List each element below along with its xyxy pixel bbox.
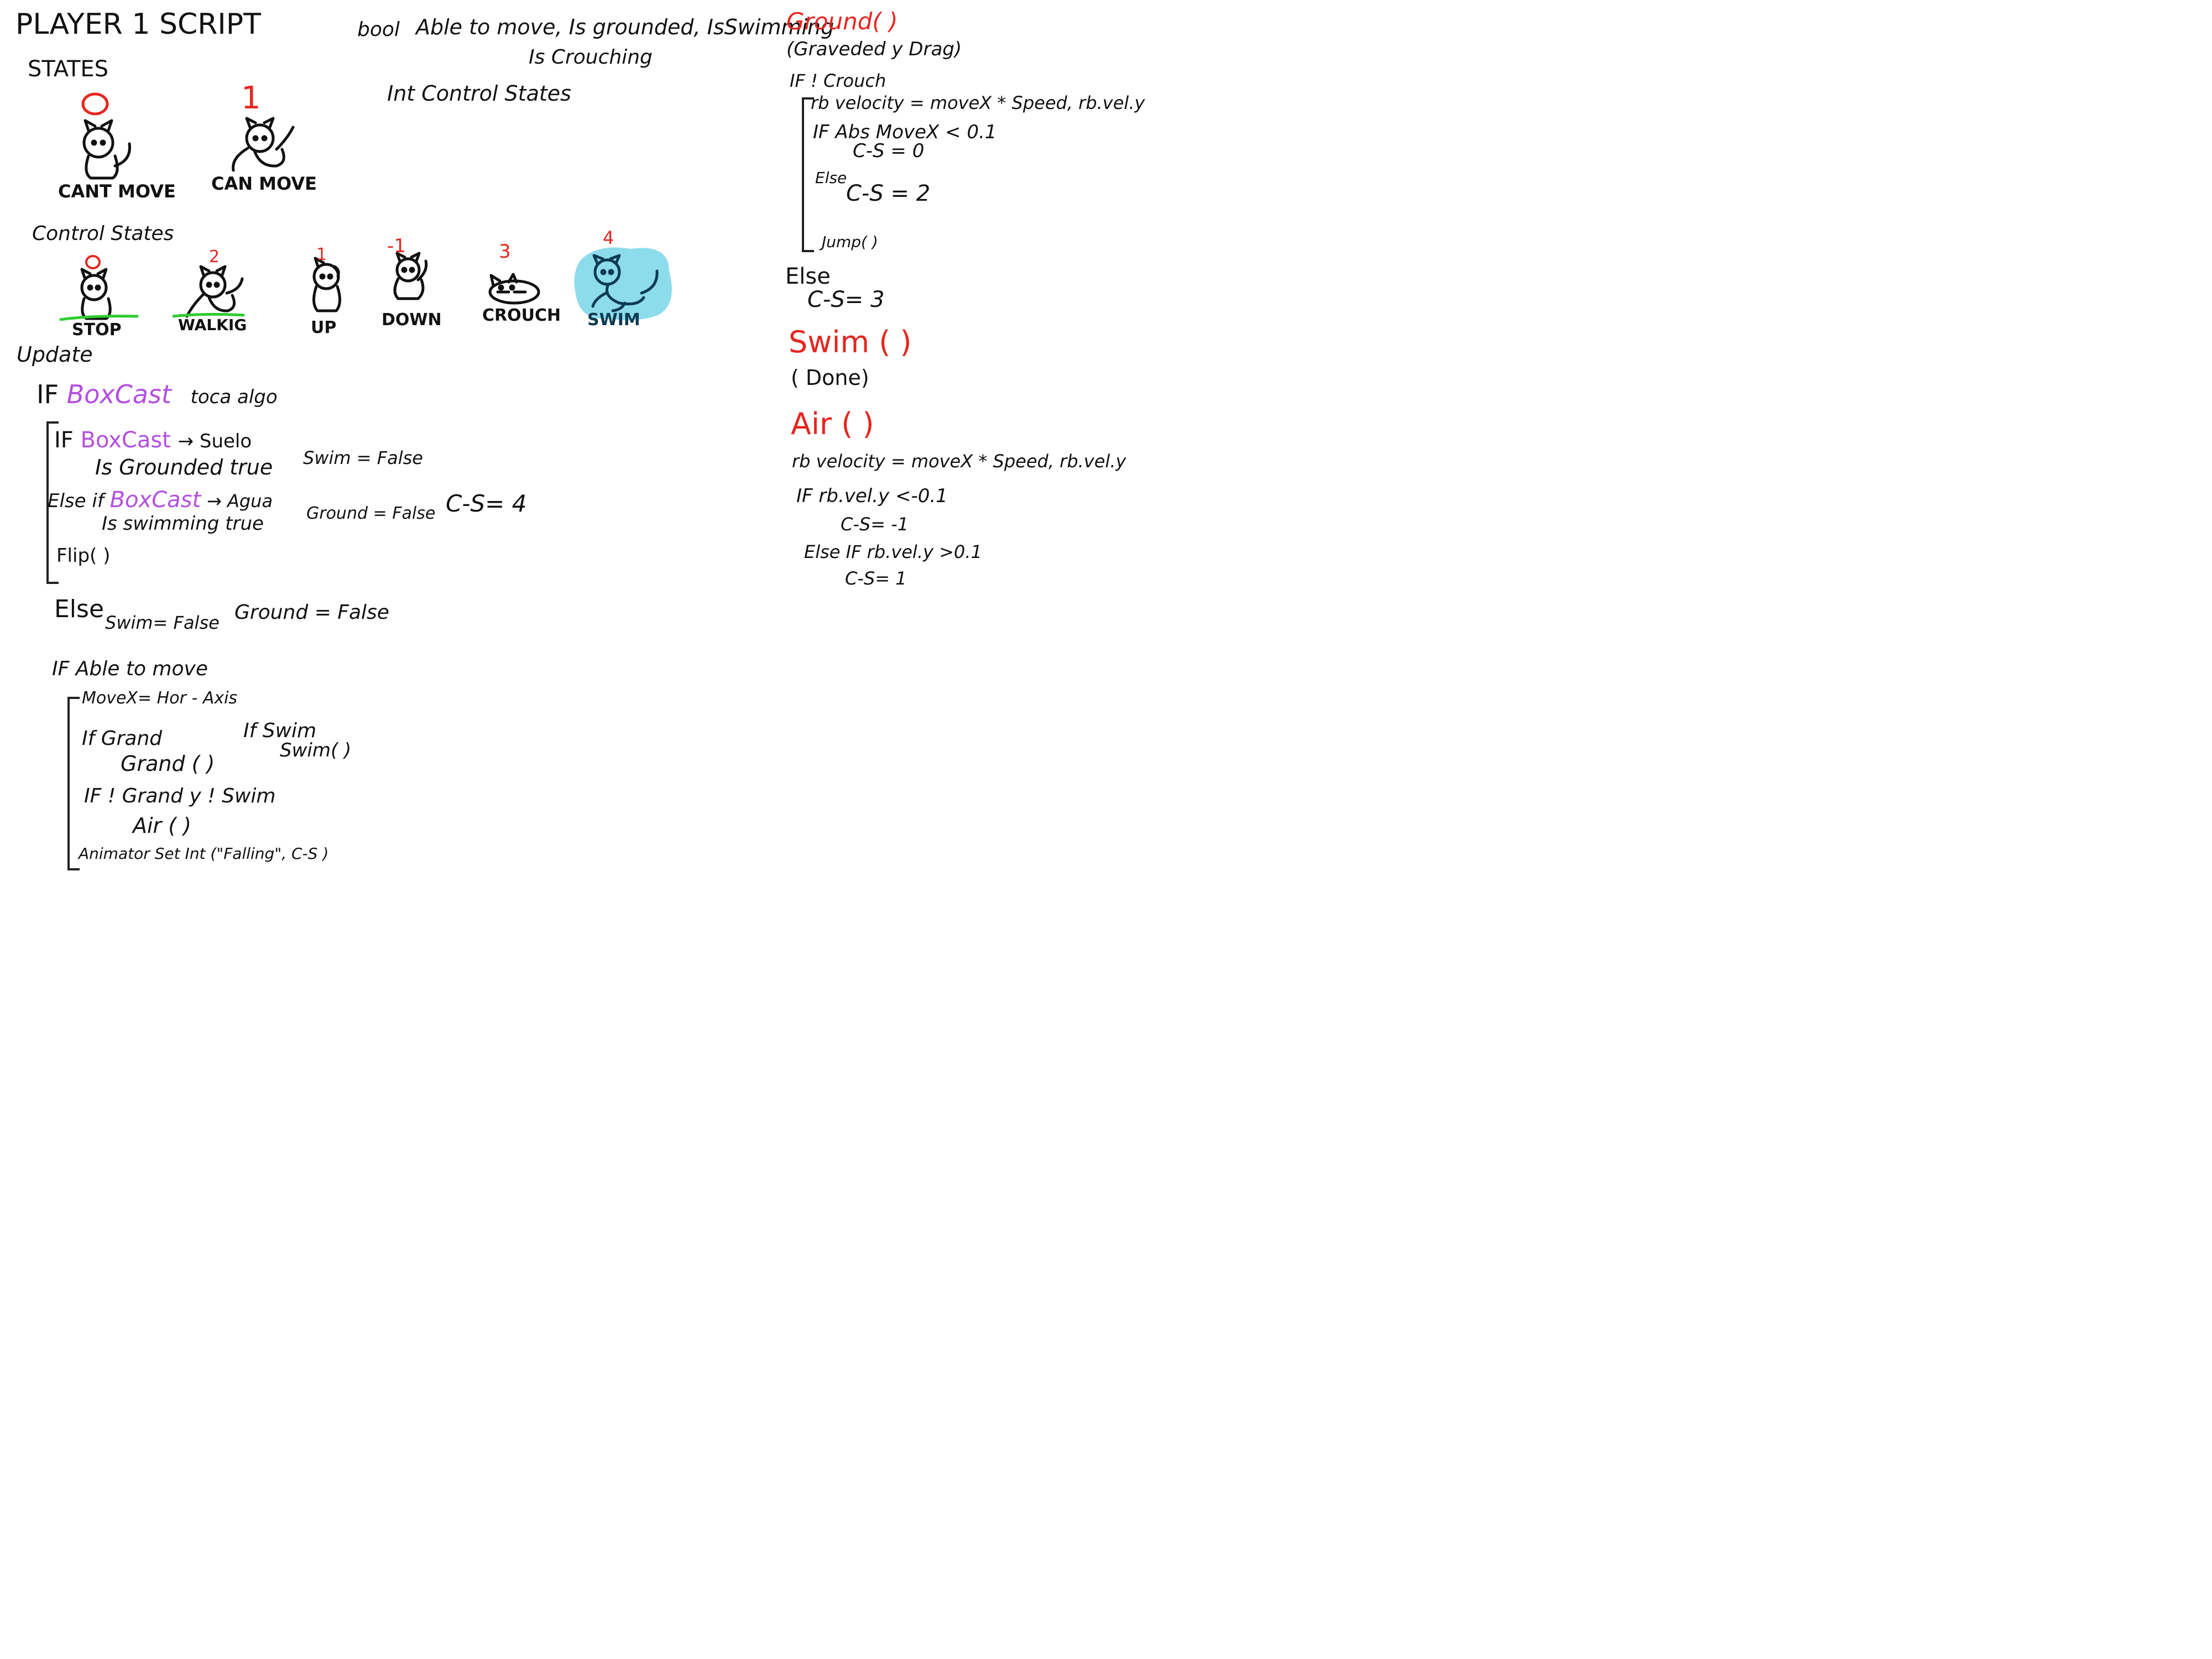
- ctrl-swim-label: SWIM: [587, 310, 640, 330]
- cat-down-icon: [393, 252, 428, 300]
- cs-0: C-S = 0: [853, 140, 925, 162]
- branch1-if: IF: [54, 427, 74, 453]
- page-title: PLAYER 1 SCRIPT: [15, 8, 261, 41]
- air-cs-1: C-S= -1: [841, 514, 909, 535]
- else-label: Else: [54, 595, 105, 623]
- state-1-label: CAN MOVE: [211, 173, 317, 194]
- ctrl-up-number: 1: [316, 245, 327, 264]
- movex-line: MoveX= Hor - Axis: [82, 688, 238, 708]
- grand-call: Grand ( ): [121, 752, 215, 776]
- cat-walk2-icon: [185, 265, 244, 318]
- state-zero-circle: [81, 92, 109, 116]
- ctrl-walk-number: 2: [209, 247, 220, 267]
- update-brace: [46, 421, 59, 584]
- rb-velocity-1: rb velocity = moveX * Speed, rb.vel.y: [811, 92, 1145, 113]
- animator-line: Animator Set Int ("Falling", C-S ): [79, 844, 329, 863]
- stop-zero-circle: [85, 255, 101, 269]
- ctrl-down-number: -1: [387, 235, 406, 257]
- air-cs-2: C-S= 1: [845, 568, 907, 589]
- if-not-grand-swim: IF ! Grand y ! Swim: [84, 785, 276, 807]
- int-control-states: Int Control States: [387, 81, 571, 106]
- toca-algo-text: toca algo: [190, 386, 278, 408]
- ground-subtitle: (Graveded y Drag): [786, 38, 962, 60]
- cat-walking-icon: [232, 117, 295, 172]
- ground-false-1: Ground = False: [306, 504, 436, 523]
- ctrl-crouch-label: CROUCH: [482, 306, 561, 325]
- cs-2: C-S = 2: [846, 181, 931, 206]
- if-grand: If Grand: [82, 727, 163, 750]
- ctrl-swim-number: 4: [603, 227, 614, 248]
- air-if-2: Else IF rb.vel.y >0.1: [804, 541, 982, 562]
- ctrl-down-label: DOWN: [382, 310, 442, 330]
- states-heading: STATES: [28, 56, 109, 82]
- ctrl-walk-label: WALKIG: [178, 316, 247, 334]
- state-0-label: CANT MOVE: [58, 181, 176, 202]
- cat-stop-icon: [80, 268, 112, 320]
- update-heading: Update: [17, 342, 93, 367]
- ctrl-stop-label: STOP: [72, 320, 122, 340]
- if-able-to-move: IF Able to move: [52, 658, 208, 680]
- if-not-crouch: IF ! Crouch: [790, 70, 886, 91]
- cat-up-icon: [312, 257, 341, 312]
- air-if-1: IF rb.vel.y <-0.1: [796, 485, 948, 507]
- branch2-elseif: Else if: [48, 490, 104, 512]
- cat-crouch-icon: [488, 273, 540, 305]
- branch2-line: Else if BoxCast → Agua: [48, 489, 273, 511]
- swim-false-1: Swim = False: [303, 447, 423, 468]
- swim-done: ( Done): [791, 366, 869, 390]
- air-call: Air ( ): [133, 813, 191, 838]
- branch2-agua: → Agua: [206, 491, 273, 512]
- water-blob: [574, 247, 672, 320]
- cat-sitting-icon: [82, 119, 131, 180]
- branch1-boxcast: BoxCast: [80, 427, 171, 453]
- rb-velocity-2: rb velocity = moveX * Speed, rb.vel.y: [792, 451, 1126, 472]
- ground-line-walk: [172, 312, 245, 318]
- else-1: Else: [815, 169, 847, 187]
- if-keyword: IF: [36, 379, 59, 409]
- if-abs-movex: IF Abs MoveX < 0.1: [813, 121, 997, 143]
- ctrl-crouch-number: 3: [499, 241, 511, 263]
- ground-brace: [802, 97, 814, 252]
- ground-false-2: Ground = False: [234, 601, 389, 624]
- else-2: Else: [785, 264, 831, 289]
- branch2-boxcast: BoxCast: [109, 487, 201, 513]
- swim-false-2: Swim= False: [105, 612, 220, 633]
- ground-title: Ground( ): [786, 8, 898, 35]
- flip-call: Flip( ): [56, 545, 111, 567]
- branch1-suelo: → Suelo: [178, 430, 252, 452]
- cat-swim-icon: [591, 254, 659, 312]
- cs-3: C-S= 3: [807, 287, 885, 312]
- swim-call: Swim( ): [280, 739, 352, 761]
- boxcast-keyword: BoxCast: [66, 379, 171, 409]
- bool-vars: Able to move, Is grounded, IsSwimming: [416, 15, 834, 39]
- control-states-heading: Control States: [32, 222, 174, 245]
- able-brace: [67, 697, 80, 870]
- if-boxcast-line: IF BoxCast toca algo: [36, 382, 278, 407]
- jump-call: Jump( ): [822, 233, 878, 251]
- ground-line-stop: [59, 315, 139, 321]
- cs-4: C-S= 4: [446, 490, 527, 517]
- air-title: Air ( ): [791, 406, 874, 441]
- state-1-number: 1: [241, 80, 261, 116]
- if-swim: If Swim: [243, 719, 317, 742]
- ctrl-up-label: UP: [311, 318, 337, 337]
- swim-title: Swim ( ): [789, 325, 912, 359]
- bool-vars-2: Is Crouching: [529, 46, 653, 69]
- bool-label: bool: [357, 18, 400, 41]
- is-grounded-true: Is Grounded true: [95, 455, 273, 479]
- is-swimming-true: Is swimming true: [102, 513, 264, 535]
- branch1-line: IF BoxCast → Suelo: [54, 429, 252, 451]
